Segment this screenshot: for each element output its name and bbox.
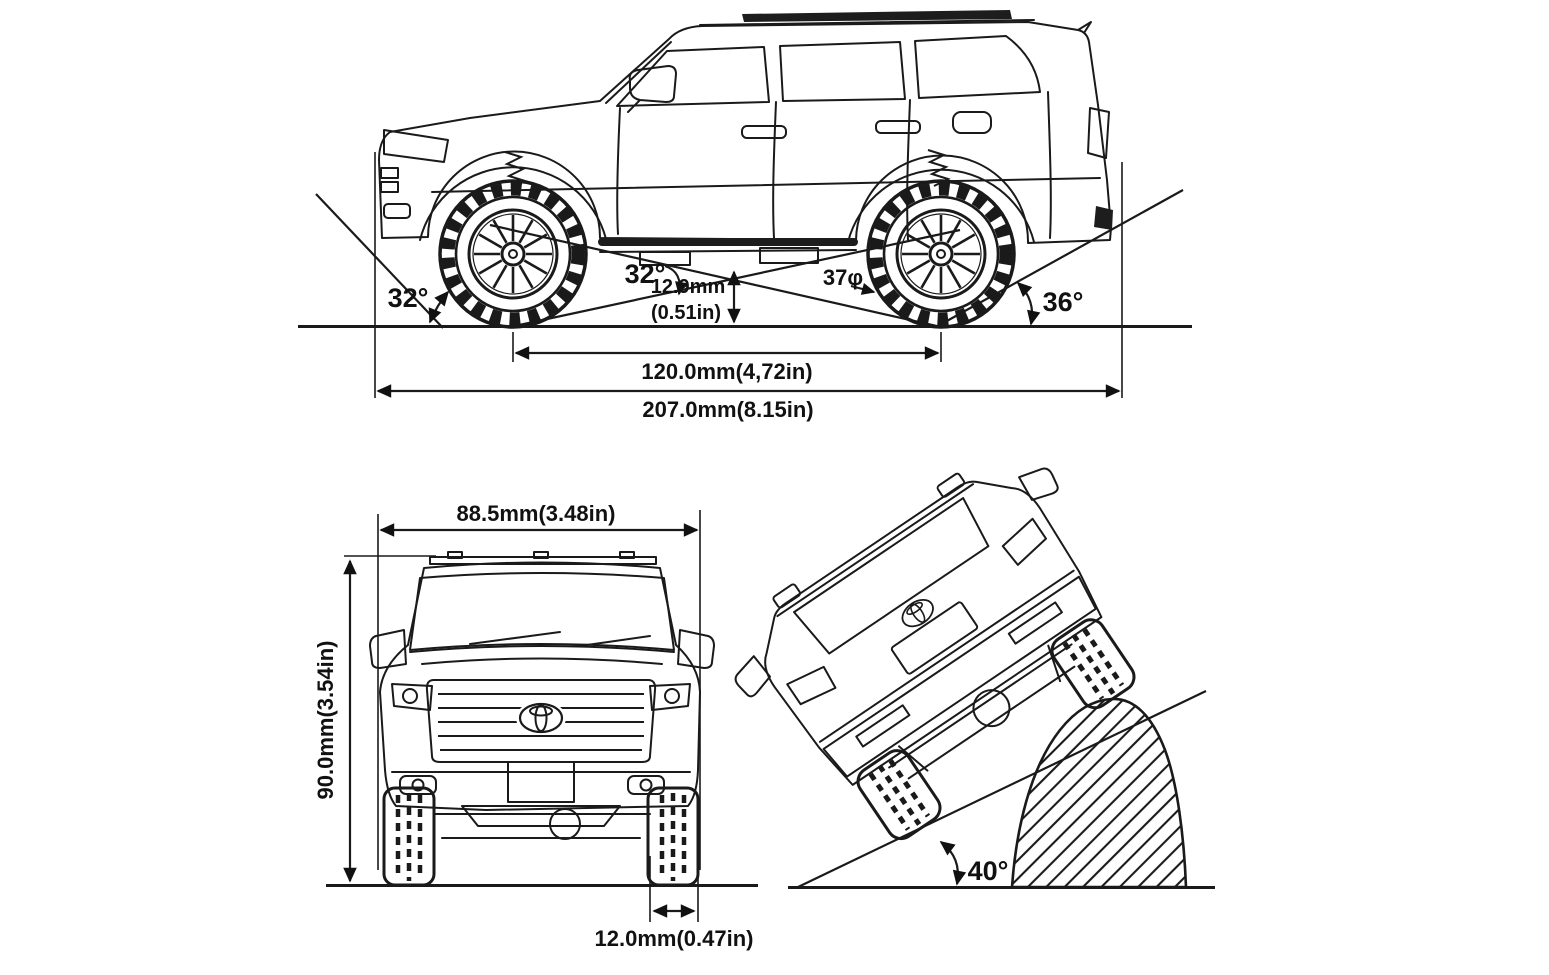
fog-light <box>383 203 411 219</box>
tire-width-dimension: 12.0mm(0.47in) <box>595 856 754 951</box>
overall-height-dimension: 90.0mm(3.54in) <box>313 555 436 883</box>
ramp-angle-annotation: 40° <box>939 840 1009 886</box>
license-plate <box>507 761 575 803</box>
right-mirror-icon <box>1018 467 1059 501</box>
wheelbase-label: 120.0mm(4,72in) <box>641 359 812 384</box>
departure-angle-annotation: 36° <box>935 189 1184 328</box>
license-plate <box>890 601 979 675</box>
ramp-line <box>795 690 1207 889</box>
roof-rack-icon <box>742 10 1012 22</box>
overall-height-label: 90.0mm(3.54in) <box>313 641 338 800</box>
ground-clearance-mm-label: 12.9mm <box>651 276 726 298</box>
tilt-right-tire <box>1047 614 1140 713</box>
taillight <box>1087 107 1110 159</box>
toyota-emblem-icon <box>896 593 939 633</box>
breakover-angle-label: 32° <box>625 259 666 289</box>
ground-clearance-in-label: (0.51in) <box>651 302 721 324</box>
tire-width-label: 12.0mm(0.47in) <box>595 926 754 951</box>
departure-angle-label: 36° <box>1043 287 1084 317</box>
side-window-quarter <box>914 35 1041 99</box>
left-mirror-icon <box>734 655 771 698</box>
headlight <box>649 683 691 711</box>
tilt-view: 40° <box>734 467 1215 889</box>
tire-diameter-label: 37φ <box>823 265 863 290</box>
door-handle <box>875 120 921 134</box>
approach-angle-annotation: 32° <box>315 193 450 329</box>
rear-window <box>793 497 990 655</box>
overall-width-dimension: 88.5mm(3.48in) <box>377 501 701 870</box>
headlight <box>383 129 449 163</box>
roof-rack-icon <box>936 472 966 498</box>
right-mirror-icon <box>677 629 715 669</box>
roof-rack-icon <box>772 583 801 609</box>
front-wheel <box>440 181 586 327</box>
left-mirror-icon <box>369 629 407 669</box>
side-window-front <box>616 46 770 107</box>
ground-clearance-annotation: 12.9mm (0.51in) <box>651 270 741 324</box>
side-window-mid <box>779 41 906 102</box>
rock-obstacle <box>1010 697 1188 889</box>
rear-bumper-accent <box>1094 206 1113 230</box>
windshield <box>409 572 675 651</box>
overall-length-label: 207.0mm(8.15in) <box>642 397 813 422</box>
running-board <box>598 238 858 246</box>
tilted-rear-car-drawing <box>734 467 1175 868</box>
differential <box>972 689 1011 728</box>
side-car-drawing <box>378 10 1113 327</box>
fuel-door <box>952 111 992 134</box>
rear-wheel <box>868 181 1014 327</box>
front-view: 88.5mm(3.48in) 90.0mm(3.54in) 12.0mm(0.4… <box>313 501 758 951</box>
wheelbase-dimension: 120.0mm(4,72in) <box>512 332 942 384</box>
overall-length-dimension: 207.0mm(8.15in) <box>374 152 1123 422</box>
overall-width-label: 88.5mm(3.48in) <box>457 501 616 526</box>
fog-light <box>399 775 437 795</box>
taillight <box>786 665 837 706</box>
front-left-tire <box>384 788 434 885</box>
side-view: 32° 32° 12.9mm (0.51in) 37φ 36° <box>298 10 1192 422</box>
front-car-drawing <box>369 551 715 885</box>
taillight <box>1001 517 1048 566</box>
side-mirror-icon <box>627 65 677 113</box>
tire-diameter-annotation: 37φ <box>823 265 876 295</box>
door-handle <box>741 125 787 139</box>
headlight <box>391 683 433 711</box>
fog-light <box>627 775 665 795</box>
grille <box>425 679 657 763</box>
approach-angle-label: 32° <box>388 283 429 313</box>
ramp-angle-label: 40° <box>968 856 1009 886</box>
